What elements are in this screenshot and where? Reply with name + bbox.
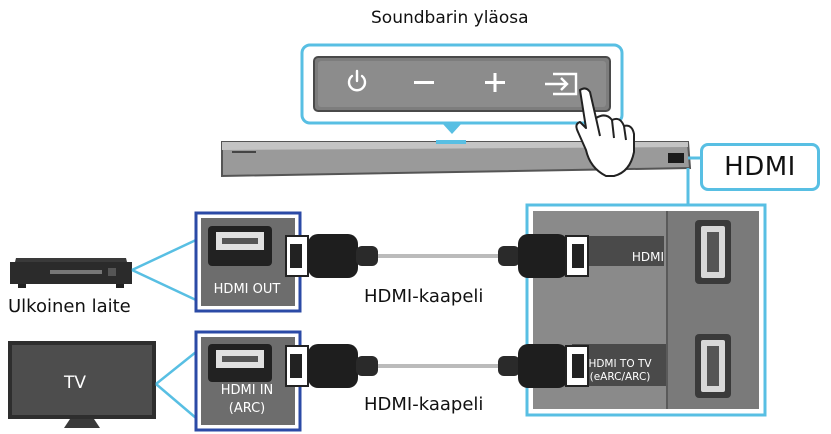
hdmi-out-port-box xyxy=(194,211,302,313)
plus-icon xyxy=(485,73,505,92)
hdmi-callout-label: HDMI xyxy=(700,143,820,191)
cable-label-top: HDMI-kaapeli xyxy=(364,286,484,307)
cable-label-bottom: HDMI-kaapeli xyxy=(364,394,484,415)
panel-hdmi-label: HDMI xyxy=(631,250,664,264)
panel-hdmi-tv-port xyxy=(695,334,731,398)
hdmi-in-label-line1: HDMI IN xyxy=(220,383,274,398)
hdmi-cable-top xyxy=(285,234,589,278)
tv-label: TV xyxy=(63,373,86,393)
panel-hdmi-tv-label: HDMI TO TV (eARC/ARC) xyxy=(576,358,664,384)
soundbar-top-title: Soundbarin yläosa xyxy=(371,8,529,28)
hdmi-cable-bottom xyxy=(285,344,589,388)
power-icon xyxy=(347,69,367,92)
panel-hdmi-tv-label-line1: HDMI TO TV xyxy=(588,358,652,370)
soundbar-top-callout xyxy=(300,43,624,134)
hdmi-in-label: HDMI IN (ARC) xyxy=(203,382,291,418)
minus-icon xyxy=(414,81,434,84)
input-source-icon xyxy=(545,72,578,96)
hdmi-out-label: HDMI OUT xyxy=(213,282,281,297)
soundbar xyxy=(221,140,700,178)
hand-illustration xyxy=(575,87,635,177)
hdmi-in-label-line2: (ARC) xyxy=(228,401,266,416)
hdmi-in-port-box xyxy=(194,330,302,432)
external-device-label: Ulkoinen laite xyxy=(8,296,131,317)
panel-hdmi-port xyxy=(695,220,731,284)
panel-hdmi-tv-label-line2: (eARC/ARC) xyxy=(589,371,651,383)
tv-icon xyxy=(8,341,156,428)
external-device-icon xyxy=(10,258,132,288)
hdmi-callout-text: HDMI xyxy=(724,152,796,182)
